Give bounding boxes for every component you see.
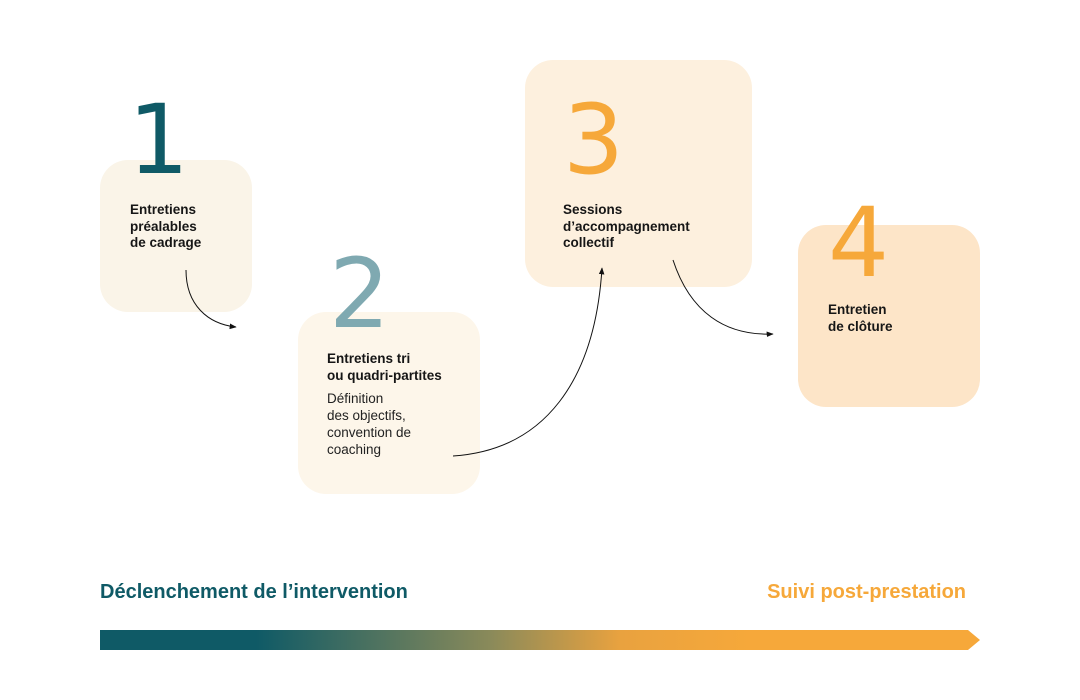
step-4-title: Entretien de clôture [828,302,968,335]
step-3-number: 3 [563,84,625,196]
timeline-end-label: Suivi post-prestation [767,581,966,603]
step-2-title-line: ou quadri-partites [327,367,442,383]
step-4-number: 4 [828,187,890,299]
arrow-step-2-to-3 [452,267,605,457]
arrow-step-3-to-4 [672,259,774,338]
step-1-number: 1 [128,84,190,196]
timeline-gradient-bar [100,630,968,650]
step-2-title: Entretiens tri ou quadri-partites [327,351,477,384]
step-1-title-line: préalables [130,218,197,234]
step-3-title: Sessions d’accompagnement collectif [563,202,743,252]
step-1-card [100,160,252,312]
step-3-card [525,60,752,287]
step-4-title-line: Entretien [828,302,887,317]
step-2-description-line: Définition [327,391,384,406]
step-1-title: Entretiens préalables de cadrage [130,202,240,252]
step-4-title-line: de clôture [828,318,893,334]
step-2-title-line: Entretiens tri [327,351,411,366]
step-2-card [298,312,480,494]
step-1-title-line: Entretiens [130,202,197,217]
step-3-title-line: collectif [563,235,615,250]
timeline-start-label: Déclenchement de l’intervention [100,581,408,603]
arrow-step-1-to-2 [185,269,237,330]
step-2-description-line: coaching [327,442,382,457]
step-2-description-line: des objectifs, [327,408,406,423]
step-4-card [798,225,980,407]
step-2-description: Définition des objectifs, convention de … [327,390,467,458]
step-2-number: 2 [329,238,391,350]
step-3-title-line: Sessions [563,202,623,217]
step-3-title-line: d’accompagnement [563,218,690,234]
step-1-title-line: de cadrage [130,235,202,250]
timeline-arrow-head [968,630,980,650]
step-2-description-line: convention de [327,425,412,440]
